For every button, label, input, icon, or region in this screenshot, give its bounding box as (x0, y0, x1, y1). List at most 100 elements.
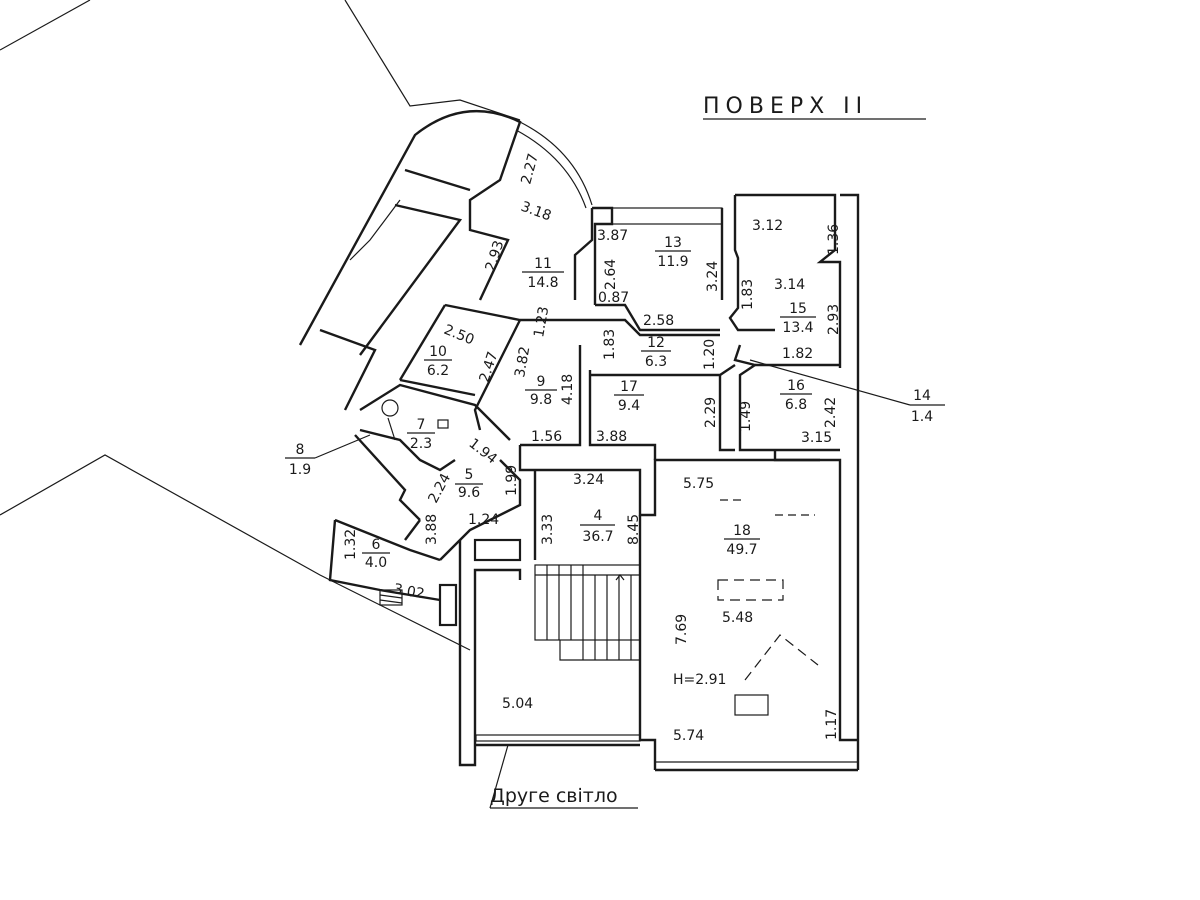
room-number: 17 (620, 379, 638, 395)
room-number: 7 (417, 417, 426, 433)
hall-4-walls (473, 445, 775, 770)
dimension-label: 2.24 (425, 471, 454, 506)
room-number: 18 (733, 523, 751, 539)
room-number: 6 (372, 537, 381, 553)
room-area: 11.9 (657, 254, 688, 270)
staircase (535, 565, 640, 661)
dimension-label: 5.48 (722, 610, 753, 626)
site-boundary (0, 0, 521, 651)
room-number: 11 (534, 256, 552, 272)
dimension-label: 2.42 (823, 397, 839, 428)
second-light-label: Друге світло (490, 785, 618, 807)
room-number: 5 (465, 467, 474, 483)
dimension-label: 4.18 (560, 374, 576, 405)
room-number: 8 (296, 442, 305, 458)
dimension-label: 3.87 (597, 228, 628, 244)
rooms-11-10-9-walls (398, 208, 720, 447)
room-area: 4.0 (365, 555, 387, 571)
room-label-16: 166.8 (780, 378, 812, 413)
room-label-9: 99.8 (525, 374, 557, 408)
dimension-label: 1.17 (824, 709, 840, 740)
room-label-8: 81.9 (289, 442, 311, 478)
ceiling-height-label: H=2.91 (673, 672, 726, 688)
room-area: 14.8 (527, 275, 558, 291)
room-label-4: 436.7 (580, 508, 615, 545)
dimension-label: 2.93 (826, 304, 842, 335)
dimension-label: 5.74 (673, 728, 704, 744)
dimension-label: 3.12 (752, 218, 783, 234)
room-area: 6.2 (427, 363, 449, 379)
room-area: 6.8 (785, 397, 807, 413)
room-area: 49.7 (726, 542, 757, 558)
dimension-label: 1.49 (738, 401, 754, 432)
dimension-label: 3.18 (519, 199, 554, 225)
room-number: 15 (789, 301, 807, 317)
room-number: 12 (647, 335, 665, 351)
room-number: 4 (594, 508, 603, 524)
room-number: 13 (664, 235, 682, 251)
room-label-14: 141.4 (911, 388, 933, 425)
room-label-13: 13 11.9 (655, 235, 691, 270)
room-label-5: 59.6 (455, 467, 483, 501)
dimension-label: 3.33 (540, 514, 556, 545)
dimension-label: 5.75 (683, 476, 714, 492)
leader-room-8 (314, 434, 371, 459)
room-area: 2.3 (410, 436, 432, 452)
leader-room-14 (749, 359, 911, 406)
dimension-label: 3.88 (424, 514, 440, 545)
second-light-void (458, 540, 641, 767)
dimension-label: 7.69 (674, 614, 690, 645)
room-area: 9.8 (530, 392, 552, 408)
dimension-label: 2.58 (643, 313, 674, 329)
dimension-label: 3.15 (801, 430, 832, 446)
room-label-12: 126.3 (641, 335, 671, 370)
dimension-label: 1.24 (468, 512, 499, 528)
dimension-label: 2.64 (603, 259, 619, 290)
rooms-13-12-17-walls (588, 206, 736, 460)
room-area: 9.6 (458, 485, 480, 501)
dimension-label: 1.83 (602, 329, 618, 360)
room-number: 9 (537, 374, 546, 390)
room-area: 1.4 (911, 409, 933, 425)
room-label-11: 11 14.8 (522, 256, 564, 291)
dimension-label: 1.20 (702, 339, 718, 370)
room-area: 1.9 (289, 462, 311, 478)
dimension-label: 1.94 (466, 436, 500, 468)
room-number: 10 (429, 344, 447, 360)
dimension-label: 1.99 (504, 465, 520, 496)
room-label-17: 179.4 (614, 379, 644, 414)
dimension-label: 3.88 (596, 429, 627, 445)
dimension-label: 2.93 (483, 239, 508, 274)
dimension-label: 2.29 (703, 397, 719, 428)
room-18-walls (655, 458, 858, 772)
dimension-label: 2.27 (518, 152, 542, 186)
room-area: 36.7 (582, 529, 613, 545)
floor-title: ПОВЕРХ II (703, 94, 868, 119)
room-label-6: 64.0 (362, 537, 390, 571)
dimension-label: 1.56 (531, 429, 562, 445)
dimension-label: 1.36 (826, 224, 842, 255)
room-number: 16 (787, 378, 805, 394)
room-labels: 436.7 59.6 64.0 72.3 81.9 99.8 106.2 111… (289, 235, 933, 571)
dimension-label: 0.87 (598, 290, 629, 306)
room-area: 13.4 (782, 320, 813, 336)
dimension-label: 8.45 (626, 514, 642, 545)
rooms-5-6-7-8-walls (328, 383, 522, 627)
room-label-15: 15 13.4 (780, 301, 816, 336)
room-number: 14 (913, 388, 931, 404)
dimension-label: 1.23 (531, 305, 552, 338)
dimension-label: 3.24 (573, 472, 604, 488)
dimension-label: 1.32 (343, 529, 359, 560)
left-wing-walls (298, 110, 593, 411)
dimension-label: 3.82 (512, 345, 533, 378)
room-label-10: 106.2 (424, 344, 452, 379)
dimension-label: 3.14 (774, 277, 805, 293)
room-label-18: 18 49.7 (724, 523, 760, 558)
dimension-label: 3.24 (705, 261, 721, 292)
dimension-label: 5.04 (502, 696, 533, 712)
dimension-label: 1.82 (782, 346, 813, 362)
dimension-label: 1.83 (740, 279, 756, 310)
second-light-leader (489, 744, 509, 809)
dimension-labels: 2.27 3.18 2.93 3.87 2.64 3.24 3.12 1.36 … (343, 152, 842, 744)
